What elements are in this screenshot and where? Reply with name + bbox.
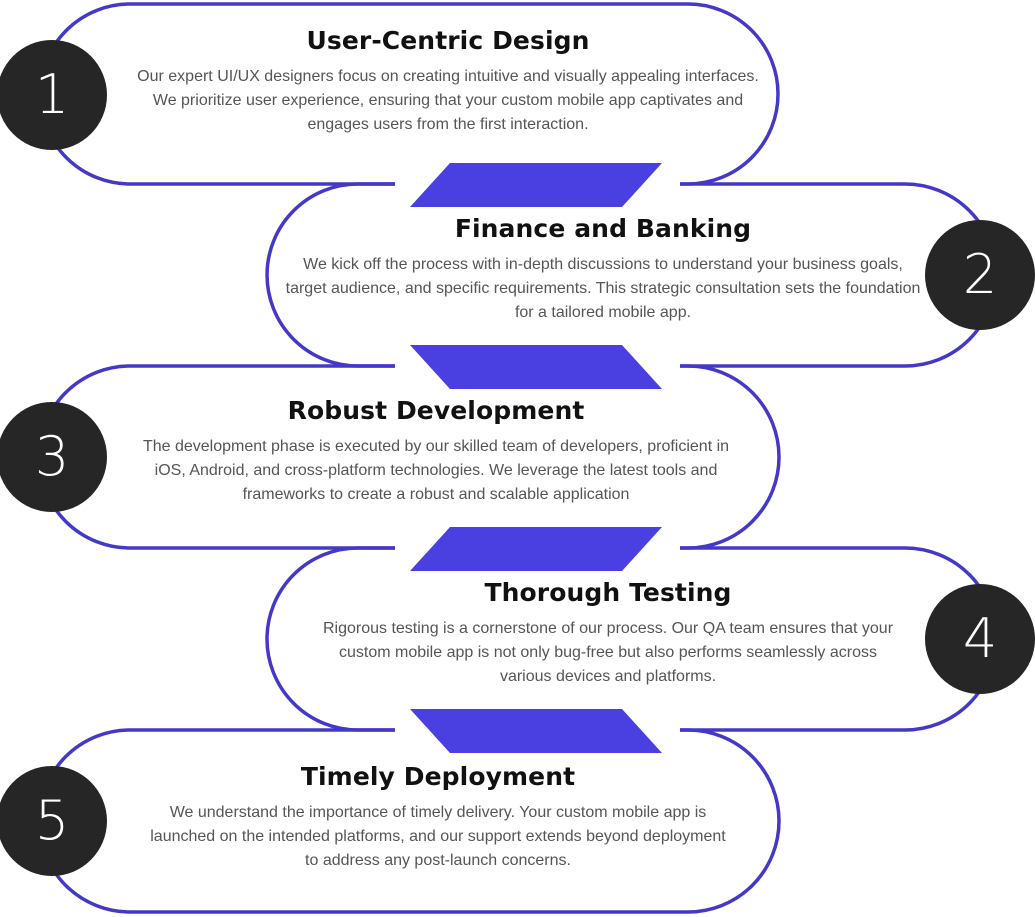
step-2-number-badge: 2 [925, 220, 1035, 330]
step-4-description: Rigorous testing is a cornerstone of our… [322, 620, 894, 685]
step-5-title: Timely Deployment [300, 762, 576, 791]
step-3-description: The development phase is executed by our… [142, 438, 730, 503]
step-1-title: User-Centric Design [306, 26, 590, 55]
step-4-number: 4 [962, 607, 998, 670]
step-1-number: 1 [34, 63, 70, 126]
step-1-description: Our expert UI/UX designers focus on crea… [137, 68, 759, 133]
step-1-number-badge: 1 [0, 40, 107, 150]
step-4-number-badge: 4 [925, 584, 1035, 694]
step-4-content: Thorough Testing Rigorous testing is a c… [318, 578, 898, 689]
connector-1-2 [410, 163, 662, 207]
step-3-number-badge: 3 [0, 402, 107, 512]
step-3-number: 3 [34, 425, 70, 488]
step-5-number-badge: 5 [0, 766, 107, 876]
step-5-number: 5 [34, 789, 70, 852]
step-2-title: Finance and Banking [454, 214, 752, 243]
step-3-content: Robust Development The development phase… [128, 396, 744, 507]
connector-2-3 [410, 345, 662, 389]
step-3-title: Robust Development [287, 396, 585, 425]
step-2-description: We kick off the process with in-depth di… [285, 256, 921, 321]
step-5-description: We understand the importance of timely d… [150, 804, 726, 869]
step-2-number: 2 [962, 243, 998, 306]
connector-4-5 [410, 709, 662, 753]
connector-3-4 [410, 527, 662, 571]
step-2-content: Finance and Banking We kick off the proc… [283, 214, 923, 325]
step-4-title: Thorough Testing [484, 578, 732, 607]
step-1-content: User-Centric Design Our expert UI/UX des… [128, 26, 768, 137]
step-5-content: Timely Deployment We understand the impo… [148, 762, 728, 873]
